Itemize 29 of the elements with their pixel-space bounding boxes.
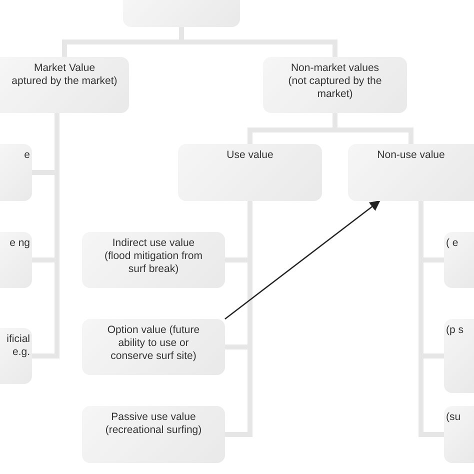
- value-label: e ng: [10, 237, 30, 250]
- value-label: Use value: [226, 149, 274, 162]
- value-box: [263, 57, 407, 113]
- value-label: Non-market values (not captured by the market): [287, 62, 383, 101]
- empty-box: [123, 0, 240, 27]
- value-label: e: [24, 149, 30, 162]
- value-box: [0, 232, 32, 288]
- value-label: ificial e.g.: [6, 333, 30, 359]
- value-box: [444, 319, 474, 393]
- value-label: aptured by the market): [12, 75, 118, 88]
- value-label: Option value (future ability to use or conserve surf site): [106, 324, 201, 363]
- value-box: [0, 144, 32, 201]
- value-label: (p s: [446, 324, 464, 337]
- value-label: Non-use value: [377, 149, 445, 162]
- value-box: [444, 406, 474, 463]
- value-label: Market Value: [34, 62, 96, 75]
- value-box: [348, 144, 474, 201]
- value-box: [82, 319, 225, 375]
- arrow: [224, 200, 380, 320]
- value-box: [444, 232, 474, 288]
- value-label: Passive use value (recreational surfing): [104, 411, 203, 437]
- value-box: [82, 406, 225, 463]
- value-label: (su: [446, 411, 461, 424]
- value-label: Indirect use value (flood mitigation from surf break): [103, 237, 204, 276]
- value-box: [0, 328, 32, 384]
- value-box: [178, 144, 322, 201]
- value-box: [82, 232, 225, 288]
- value-label: ( e: [446, 237, 458, 250]
- value-box: [0, 57, 129, 113]
